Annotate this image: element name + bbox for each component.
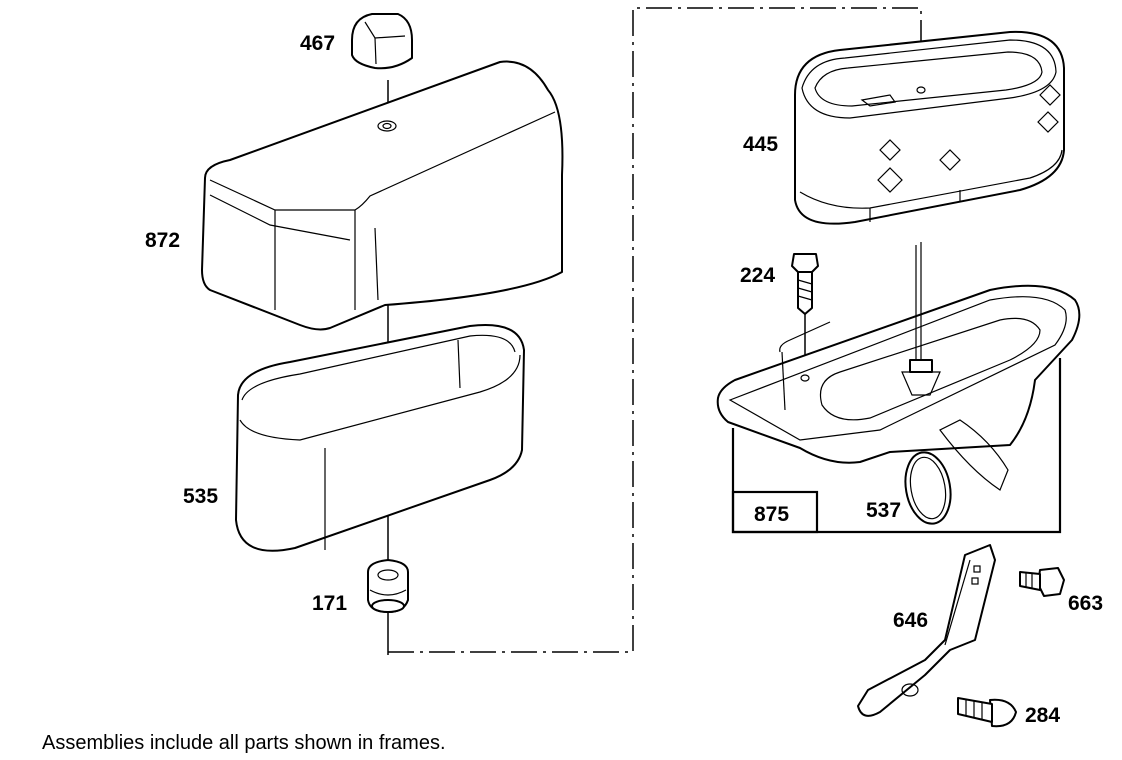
assembly-footnote: Assemblies include all parts shown in fr… <box>42 732 446 754</box>
part-label-445: 445 <box>743 133 779 156</box>
bolt-224[interactable] <box>791 253 819 315</box>
screw-663[interactable] <box>1019 567 1065 597</box>
part-label-284: 284 <box>1025 704 1061 727</box>
gasket-537[interactable] <box>900 449 956 528</box>
air-filter-445[interactable] <box>794 30 1065 225</box>
air-cleaner-cover-872[interactable] <box>201 60 564 331</box>
wing-nut-171[interactable] <box>367 559 409 613</box>
assembly-label-box <box>731 490 819 534</box>
bracket-646[interactable] <box>857 544 996 717</box>
pre-cleaner-535[interactable] <box>235 324 525 552</box>
part-label-171: 171 <box>312 592 348 615</box>
assembly-frame <box>731 358 1062 534</box>
part-label-646: 646 <box>893 609 929 632</box>
part-label-467: 467 <box>300 32 336 55</box>
part-label-872: 872 <box>145 229 181 252</box>
part-label-875: 875 <box>754 503 790 526</box>
part-label-224: 224 <box>740 264 776 287</box>
part-label-535: 535 <box>183 485 219 508</box>
air-cleaner-base-875[interactable] <box>716 242 1081 491</box>
connector-line <box>388 7 922 653</box>
part-label-663: 663 <box>1068 592 1104 615</box>
part-label-537: 537 <box>866 499 902 522</box>
screw-284[interactable] <box>957 697 1017 728</box>
knob-nut-467[interactable] <box>351 13 413 70</box>
